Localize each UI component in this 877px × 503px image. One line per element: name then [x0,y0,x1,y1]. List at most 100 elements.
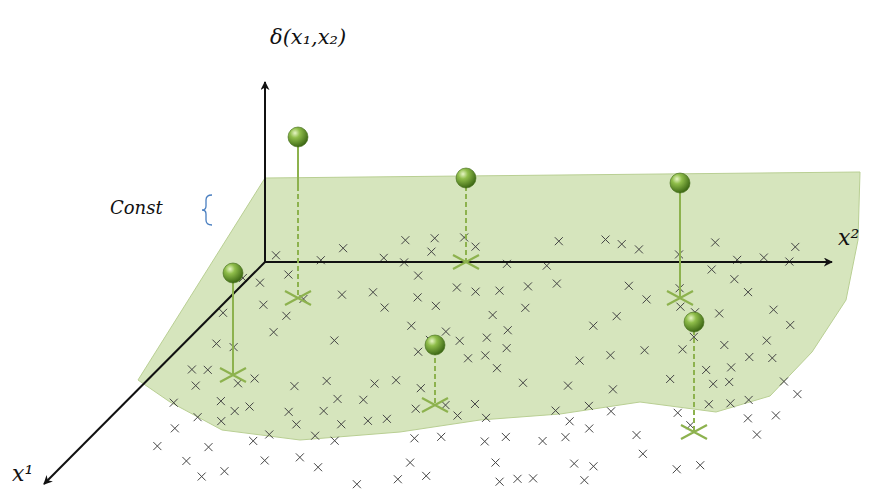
level-label: Const [110,198,163,218]
cross-mark [519,379,527,387]
cross-mark [412,405,420,413]
cross-mark [369,288,377,296]
cross-mark [182,457,190,465]
cross-mark [521,304,529,312]
cross-mark [760,254,768,262]
cross-mark [633,431,641,439]
cross-mark [314,463,322,471]
cross-mark [290,382,298,390]
cross-mark [705,400,713,408]
cross-mark [472,243,480,251]
cross-mark [259,301,267,309]
cross-mark [212,340,220,348]
cross-mark [763,337,771,345]
cross-mark [454,412,462,420]
data-point [422,335,448,412]
cross-mark [427,248,435,256]
cross-mark [251,375,259,383]
cross-mark [353,480,361,488]
cross-mark [772,411,780,419]
cross-mark [471,400,479,408]
cross-mark [709,380,717,388]
cross-mark [496,478,504,486]
cross-mark [730,275,738,283]
cross-mark [570,460,578,468]
cross-mark [708,266,716,274]
cross-mark [256,279,264,287]
cross-mark [770,306,778,314]
cross-mark [720,341,728,349]
cross-mark [481,437,489,445]
cross-mark [496,287,504,295]
stem-solid [679,183,681,298]
cross-mark [296,453,304,461]
cross-mark [673,465,681,473]
cross-mark [711,238,719,246]
ball [456,168,476,188]
cross-mark [726,399,734,407]
cross-mark [323,377,331,385]
cross-mark [272,251,280,259]
cross-mark [786,321,794,329]
cross-mark [625,282,633,290]
cross-mark [383,415,391,423]
stem-dashed [693,330,695,432]
cross-mark [406,459,414,467]
ball [684,312,704,332]
cross-mark [585,424,593,432]
cross-mark [613,312,621,320]
cross-mark [482,414,490,422]
sample-crosses [153,233,801,488]
cross-mark [503,344,511,352]
cross-mark [153,442,161,450]
cross-mark [607,407,615,415]
cross-mark [564,382,572,390]
cross-mark [793,390,801,398]
axes [44,82,832,484]
cross-mark [643,295,651,303]
plane [138,172,860,440]
cross-mark [284,271,292,279]
cross-mark [414,348,422,356]
cross-mark [414,272,422,280]
cross-mark [589,462,597,470]
data-point [667,173,693,305]
ball [223,263,243,283]
cross-mark [589,322,597,330]
cross-mark [702,366,710,374]
cross-mark [725,378,733,386]
cross-mark [188,365,196,373]
cross-mark [635,245,643,253]
cross-mark [442,328,450,336]
cross-mark [618,240,626,248]
cross-mark [359,396,367,404]
cross-mark [641,346,649,354]
cross-mark [674,409,682,417]
cross-mark [639,450,647,458]
stem-dashed [465,186,467,262]
cross-mark [493,364,501,372]
cross-mark [666,375,674,383]
cross-mark [410,434,418,442]
axis-label: x² [838,226,859,250]
cross-mark [744,414,752,422]
data-point [285,127,311,305]
cross-mark [338,291,346,299]
cross-mark [371,380,379,388]
cross-mark [696,461,704,469]
cross-mark [381,304,389,312]
cross-mark [320,407,328,415]
cross-mark [282,312,290,320]
cross-mark [553,280,561,288]
cross-mark [401,236,409,244]
cross-mark [205,443,213,451]
axis-label: δ(x₁,x₂) [270,26,346,49]
cross-mark [780,377,788,385]
cross-mark [514,475,522,483]
cross-mark [170,399,178,407]
cross-mark [744,288,752,296]
cross-mark [791,243,799,251]
cross-mark [422,472,430,480]
